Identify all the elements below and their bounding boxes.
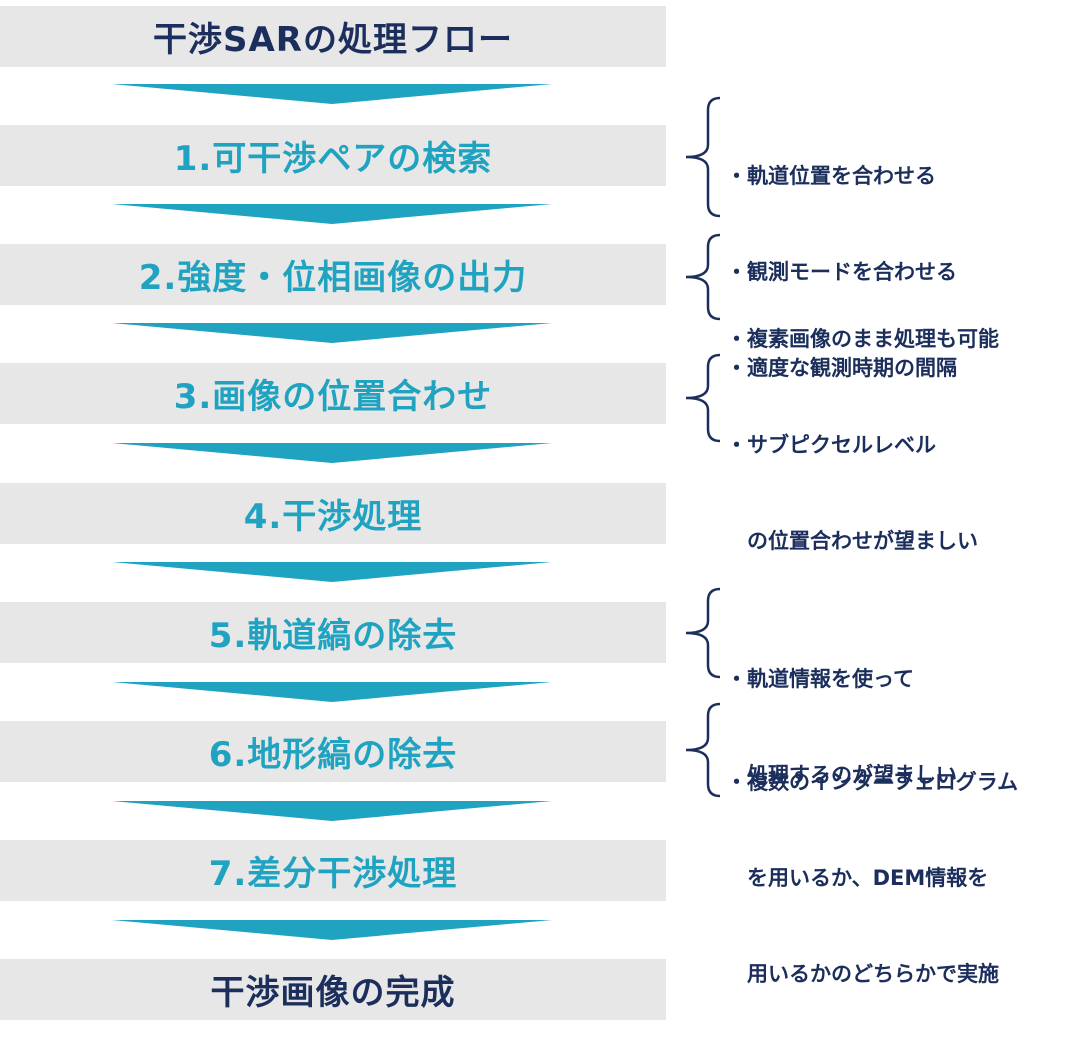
curly-brace-icon (685, 587, 721, 679)
step-3-box: 3.画像の位置合わせ (0, 363, 666, 424)
step-2-box: 2.強度・位相画像の出力 (0, 244, 666, 305)
step-5-box: 5.軌道縞の除去 (0, 602, 666, 663)
note-line: 処理するのが望ましい (726, 763, 957, 787)
note-step-1: ・軌道位置を合わせる ・観測モードを合わせる ・適度な観測時期の間隔 (684, 96, 1084, 380)
curly-brace-icon (685, 233, 721, 321)
note-line: ・サブピクセルレベル (726, 433, 936, 457)
step-7-box: 7.差分干渉処理 (0, 840, 666, 901)
note-step-3: ・サブピクセルレベル の位置合わせが望ましい (684, 353, 1084, 553)
flow-arrow (112, 920, 552, 940)
flow-arrow (112, 323, 552, 343)
note-step-2: ・複素画像のまま処理も可能 (684, 233, 1084, 351)
note-line: ・複数のインターフェログラム (726, 770, 1019, 794)
note-line: 用いるかのどちらかで実施 (726, 962, 999, 986)
step-1-box: 1.可干渉ペアの検索 (0, 125, 666, 186)
step-4-box: 4.干渉処理 (0, 483, 666, 544)
note-line: ・観測モードを合わせる (726, 260, 957, 284)
flow-arrow (112, 204, 552, 224)
note-step-5: ・軌道情報を使って 処理するのが望ましい (684, 587, 1084, 787)
flow-final-box: 干渉画像の完成 (0, 959, 666, 1020)
flow-arrow (112, 84, 552, 104)
flow-title: 干渉SARの処理フロー (0, 6, 666, 67)
curly-brace-icon (685, 702, 721, 798)
note-line: ・複素画像のまま処理も可能 (726, 327, 999, 351)
note-line: を用いるか、DEM情報を (726, 866, 989, 890)
curly-brace-icon (685, 353, 721, 443)
note-line: の位置合わせが望ましい (726, 529, 978, 553)
curly-brace-icon (685, 96, 721, 218)
step-6-box: 6.地形縞の除去 (0, 721, 666, 782)
note-line: ・適度な観測時期の間隔 (726, 356, 957, 380)
note-line: ・軌道位置を合わせる (726, 164, 936, 188)
note-step-6: ・複数のインターフェログラム を用いるか、DEM情報を 用いるかのどちらかで実施 (684, 702, 1084, 986)
note-line: ・軌道情報を使って (726, 667, 914, 691)
flow-arrow (112, 682, 552, 702)
flow-arrow (112, 801, 552, 821)
flow-arrow (112, 443, 552, 463)
flow-arrow (112, 562, 552, 582)
